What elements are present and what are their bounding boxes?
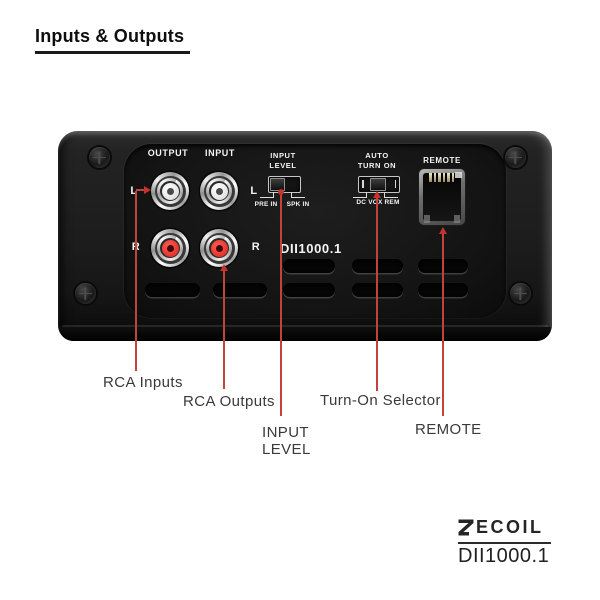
input-column-label: INPUT xyxy=(205,148,235,158)
callout-dot-icon xyxy=(278,189,284,195)
brand-logo: ECOIL xyxy=(458,517,544,538)
amplifier-base xyxy=(59,327,551,341)
screw-icon xyxy=(89,147,110,168)
dc-vox-rem-label: DC VOX REM xyxy=(356,199,400,206)
vent-slot xyxy=(283,259,335,273)
annotation-input-level: INPUT LEVEL xyxy=(262,424,311,458)
panel-model-label: DII1000.1 xyxy=(280,241,342,256)
pre-in-label: PRE IN xyxy=(254,201,278,208)
arrow-up-icon xyxy=(372,191,381,198)
switch-bracket xyxy=(291,192,305,198)
vent-slot xyxy=(283,283,335,297)
arrow-up-icon xyxy=(219,264,228,271)
remote-port xyxy=(419,169,465,225)
left-channel-label: L xyxy=(250,185,258,197)
output-column-label: OUTPUT xyxy=(147,148,189,158)
annotation-remote: REMOTE xyxy=(415,421,482,438)
arrow-up-icon xyxy=(438,227,447,234)
annotation-rca-inputs: RCA Inputs xyxy=(103,374,183,391)
callout-line-turn-on xyxy=(376,198,378,391)
rca-input-right-jack xyxy=(200,229,238,267)
arrow-right-icon xyxy=(144,186,151,194)
screw-icon xyxy=(505,147,526,168)
recoil-r-mark-icon xyxy=(458,519,474,536)
switch-bracket xyxy=(384,192,398,198)
right-channel-label: R xyxy=(251,241,261,253)
amplifier-base-seam xyxy=(62,325,548,327)
brand-model: DII1000.1 xyxy=(458,545,550,567)
brand-name-text: ECOIL xyxy=(476,517,544,537)
callout-line-remote xyxy=(442,234,444,416)
input-level-switch xyxy=(268,176,301,193)
spk-in-label: SPK IN xyxy=(286,201,310,208)
title-underline xyxy=(35,51,190,54)
vent-slot xyxy=(145,283,200,297)
callout-line-rca-inputs xyxy=(136,189,144,191)
rca-input-left-jack xyxy=(200,172,238,210)
port-latch xyxy=(455,172,462,178)
switch-bracket xyxy=(353,192,367,198)
auto-turn-on-panel-label: AUTO TURN ON xyxy=(357,151,397,170)
annotation-rca-outputs: RCA Outputs xyxy=(183,393,275,410)
brand-divider xyxy=(458,542,551,544)
left-channel-label: L xyxy=(130,185,138,197)
rca-output-left-jack xyxy=(151,172,189,210)
screw-icon xyxy=(75,283,96,304)
vent-slot xyxy=(213,283,267,297)
page-title: Inputs & Outputs xyxy=(35,26,185,46)
auto-turn-on-switch xyxy=(358,176,400,193)
callout-line-rca-inputs xyxy=(135,191,137,371)
input-level-panel-label: INPUT LEVEL xyxy=(269,151,297,170)
rca-output-right-jack xyxy=(151,229,189,267)
remote-panel-label: REMOTE xyxy=(423,156,461,165)
annotation-turn-on-selector: Turn-On Selector xyxy=(320,392,441,409)
callout-line-input-level xyxy=(280,195,282,416)
callout-line-rca-outputs xyxy=(223,271,225,389)
switch-bracket xyxy=(260,192,274,198)
screw-icon xyxy=(510,283,531,304)
